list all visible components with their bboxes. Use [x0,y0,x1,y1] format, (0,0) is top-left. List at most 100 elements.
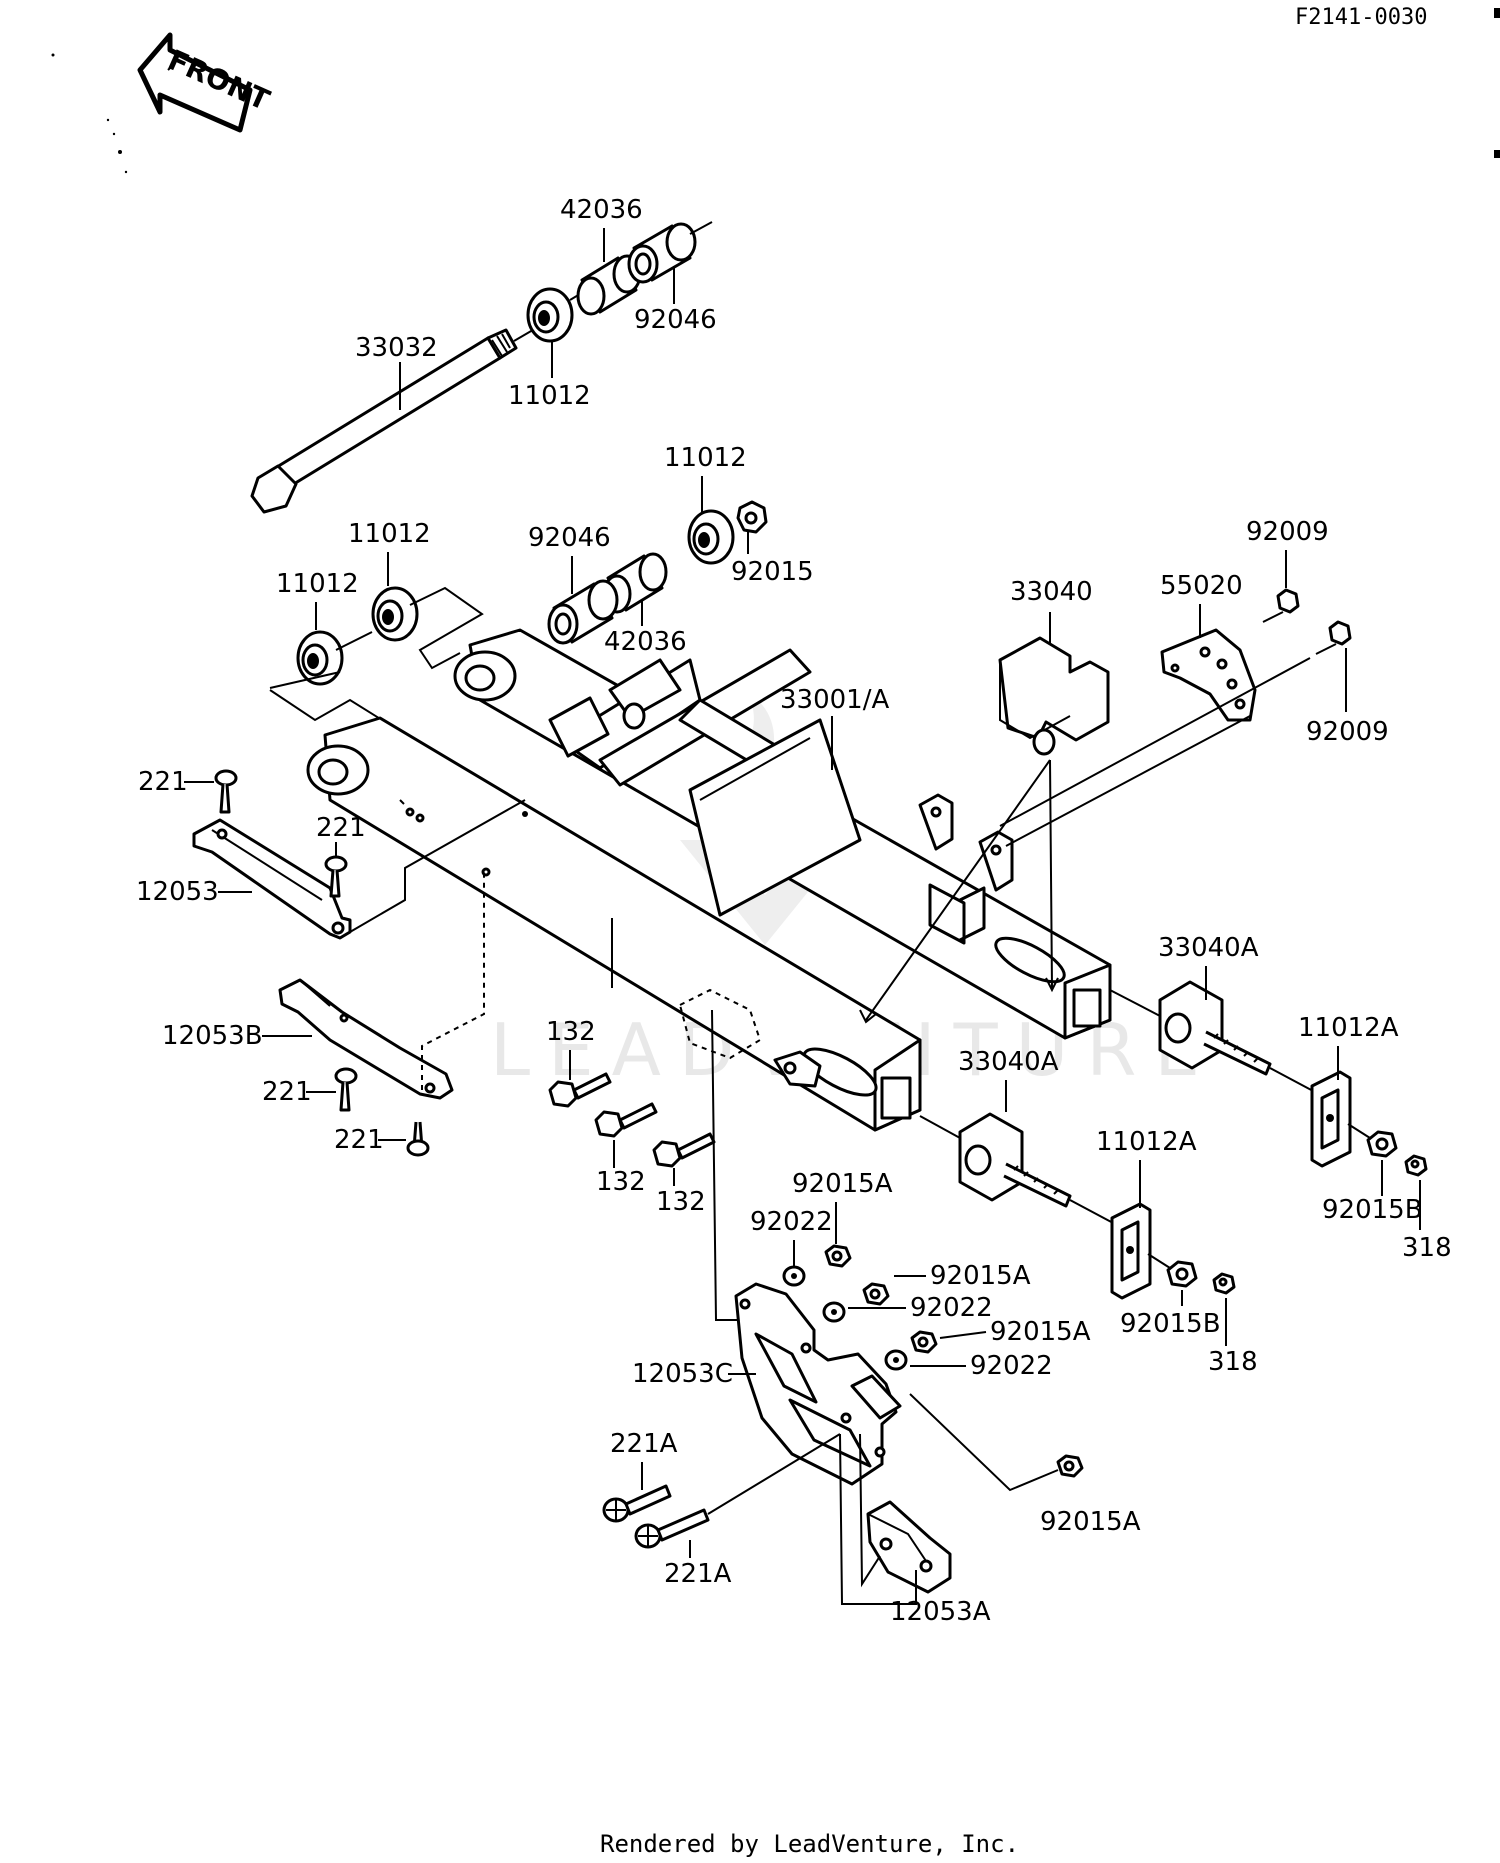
label-adjuster-plate-left: 11012A [1096,1127,1197,1157]
callout-chain-guide: 12053C [632,1359,756,1389]
label-nut-a-3: 92015A [990,1317,1091,1347]
callout-bolt-132-b: 132 [596,1140,646,1197]
label-bolt-221a-bottom: 221A [664,1559,732,1589]
label-nut-a-2: 92015A [930,1261,1031,1291]
label-screw-guard-b: 221 [316,813,366,843]
callout-screw-lower-b: 221 [334,1125,406,1155]
callout-bolt-221a-top: 221A [610,1429,678,1490]
label-nut-318-right: 318 [1402,1233,1452,1263]
callout-adjuster-right: 33040A [1158,933,1259,1000]
label-nut-a-bottom: 92015A [1040,1507,1141,1537]
seal-guide-lines [409,586,484,670]
washer-a [782,1265,806,1287]
label-guide-block: 12053A [890,1597,991,1627]
bushing-top-right [627,222,697,284]
callout-swingarm: 33001/A [780,685,889,770]
label-nut-318-left: 318 [1208,1347,1258,1377]
edge-mark-mid [1494,150,1500,158]
label-adjuster-right: 33040A [1158,933,1259,963]
bolt-221a-top [602,1484,672,1523]
adjuster-right [1158,980,1272,1076]
label-swingarm: 33001/A [780,685,889,715]
bolt-132-b [594,1102,658,1138]
guard-lower [278,978,454,1100]
callout-nut-a-top: 92015A [792,1169,893,1244]
nut-a-top [824,1244,852,1268]
chain-guide-guide-line [711,1009,744,1321]
label-chain-guide: 12053C [632,1359,733,1389]
callout-washer-b: 92022 [848,1293,993,1323]
label-bolt-132-b: 132 [596,1167,646,1197]
adjuster-left [958,1112,1072,1208]
bolt-132-a [548,1072,612,1108]
label-nut-b-right: 92015B [1322,1195,1423,1225]
callout-nut-318-right: 318 [1402,1180,1452,1263]
label-screw-guard-a: 221 [138,767,188,797]
callout-screw-lower-a: 221 [262,1077,336,1107]
guard-upper [192,818,352,940]
plate [1160,628,1257,722]
footer-credit: Rendered by LeadVenture, Inc. [600,1830,1019,1858]
screw-lower-b [406,1121,430,1157]
label-collar-top: 42036 [560,195,643,225]
label-bolt-plate-a: 92009 [1246,517,1329,547]
label-washer-b: 92022 [910,1293,993,1323]
callout-plate: 55020 [1160,571,1243,638]
callout-collar-top: 42036 [560,195,643,262]
label-bushing-mid: 92046 [528,523,611,553]
callout-nut-a-bottom: 92015A [1040,1507,1141,1537]
screw-guard-b [324,855,348,898]
label-seal-left-b: 11012 [348,519,431,549]
callout-nut-mid: 92015 [731,532,814,587]
washer-b [822,1301,846,1323]
label-screw-lower-a: 221 [262,1077,312,1107]
label-plate: 55020 [1160,571,1243,601]
label-guard-lower: 12053B [162,1021,263,1051]
guide-block [866,1500,952,1594]
label-chain-adjuster-bracket: 33040 [1010,577,1093,607]
callout-bolt-plate-b: 92009 [1306,648,1389,747]
bolt-plate-b [1315,620,1352,655]
stray-marks [51,53,128,174]
callout-guide-block: 12053A [890,1597,991,1627]
label-screw-lower-b: 221 [334,1125,384,1155]
seal-left-b [371,586,419,642]
label-bolt-plate-b: 92009 [1306,717,1389,747]
nut-mid [736,500,768,534]
callout-screw-guard-b: 221 [316,813,366,856]
label-guard-upper: 12053 [136,877,219,907]
label-seal-right: 11012 [664,443,747,473]
nut-a-2 [862,1282,890,1306]
callout-seal-top: 11012 [508,342,591,411]
nut-b-left [1166,1260,1198,1288]
nut-318-left [1212,1272,1236,1295]
callout-bolt-132-a: 132 [546,1017,596,1080]
callout-adjuster-plate-right: 11012A [1298,1013,1399,1080]
callout-chain-adjuster-bracket: 33040 [1010,577,1093,644]
callout-guard-upper: 12053 [136,877,252,907]
screw-guard-a [214,769,238,814]
callout-bolt-plate-a: 92009 [1246,517,1329,588]
chain-guide [734,1282,902,1486]
chain-adjuster-bracket [998,636,1110,756]
callout-washer-a: 92022 [750,1207,833,1266]
label-axle: 33032 [355,333,438,363]
label-bushing-top-right: 92046 [634,305,717,335]
callout-bushing-mid: 92046 [528,523,611,594]
label-seal-left-a: 11012 [276,569,359,599]
callout-seal-left-b: 11012 [348,519,431,586]
guard-lower-guide [421,870,485,1090]
nut-a-3 [910,1330,938,1354]
seal-top [526,287,574,343]
callout-bolt-132-c: 132 [656,1168,706,1217]
callout-seal-right: 11012 [664,443,747,512]
label-nut-b-left: 92015B [1120,1309,1221,1339]
label-washer-c: 92022 [970,1351,1053,1381]
callout-nut-b-right: 92015B [1322,1160,1423,1225]
swingarm [306,628,1112,1132]
callout-collar-mid: 42036 [604,600,687,657]
label-bolt-132-a: 132 [546,1017,596,1047]
callout-washer-c: 92022 [910,1351,1053,1381]
label-adjuster-left: 33040A [958,1047,1059,1077]
callout-nut-a-2: 92015A [894,1261,1031,1291]
